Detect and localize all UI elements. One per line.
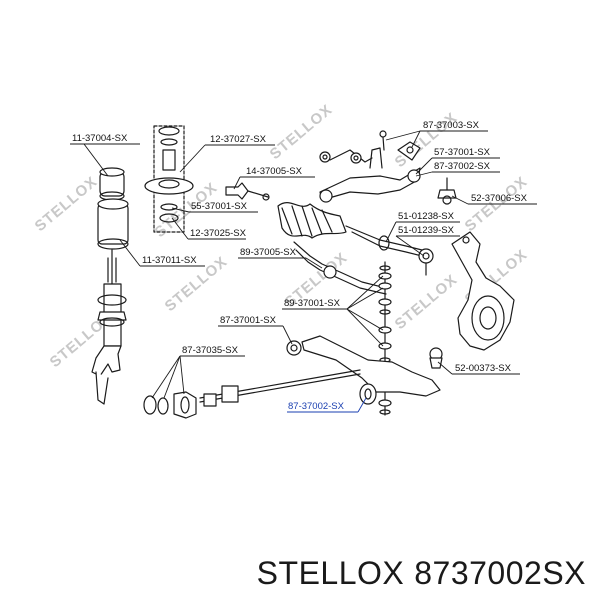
part-label: 55-37001-SX (191, 201, 248, 212)
part-label: 89-37001-SX (284, 298, 341, 309)
part-label-highlighted: 87-37002-SX (288, 401, 345, 412)
part-label: 12-37027-SX (210, 134, 267, 145)
lower-ball-joint-part (429, 347, 443, 369)
tension-rod-part (199, 369, 361, 407)
part-label: 52-00373-SX (455, 363, 512, 374)
part-label: 51-01239-SX (398, 225, 455, 236)
part-label: 11-37004-SX (72, 133, 128, 144)
part-label: 51-01238-SX (398, 211, 455, 222)
part-label: 87-37002-SX (434, 161, 491, 172)
part-label: 11-37011-SX (142, 255, 197, 266)
brand-name: STELLOX (256, 555, 405, 591)
part-number: 8737002SX (414, 555, 586, 591)
stabilizer-link-part (378, 261, 392, 416)
outer-tie-rod-part (345, 225, 434, 276)
part-label: 57-37001-SX (434, 147, 491, 158)
part-label: 12-37025-SX (190, 228, 247, 239)
part-label: 89-37005-SX (240, 247, 297, 258)
tie-rod-end-part (225, 182, 270, 201)
dust-boot-part (97, 198, 129, 250)
strut-mount-part (144, 125, 194, 233)
part-label: 52-37006-SX (471, 193, 528, 204)
part-labels: 11-37004-SX 12-37027-SX 87-37003-SX 57-3… (72, 120, 528, 412)
part-label: 87-37035-SX (182, 345, 239, 356)
watermark: STELLOX (32, 173, 101, 235)
upper-ball-joint-part (437, 177, 457, 205)
leader-lines (70, 130, 537, 413)
lower-arm-part (286, 335, 441, 405)
rack-boot-part (277, 201, 347, 239)
upper-arm-part (319, 147, 421, 203)
bump-stop-part (99, 167, 125, 201)
part-label: 87-37003-SX (423, 120, 480, 131)
steering-knuckle-part (451, 231, 515, 351)
strut-part (91, 249, 127, 405)
part-label: 14-37005-SX (246, 166, 303, 177)
stabilizer-bar-part (293, 241, 387, 295)
upper-bushings-part (319, 130, 421, 164)
part-label: 87-37001-SX (220, 315, 277, 326)
tension-rod-bushings-part (143, 391, 197, 419)
watermark: STELLOX (392, 271, 461, 333)
parts-drawing (91, 125, 515, 419)
